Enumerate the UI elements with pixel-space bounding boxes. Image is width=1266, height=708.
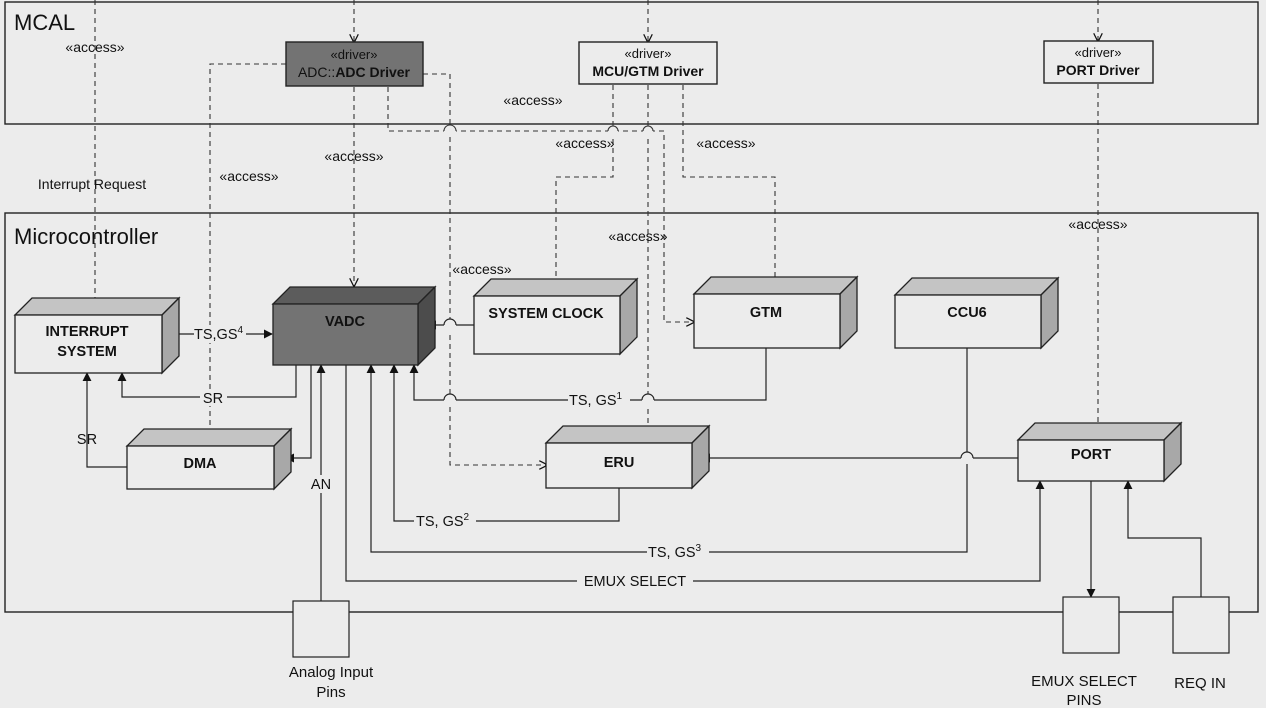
ccu6-block <box>893 276 1060 350</box>
port-driver-name: PORT Driver <box>1056 62 1140 78</box>
emux-select-pin-box <box>1062 596 1120 654</box>
eru-block-face <box>545 442 693 489</box>
analog-input-pin-box <box>292 600 350 658</box>
analog-input-pins-label-1: Analog Input <box>289 664 374 681</box>
emux-select-label: EMUX SELECT <box>584 574 686 590</box>
pins: Analog Input Pins EMUX SELECT PINS REQ I… <box>289 596 1230 708</box>
port-label: PORT <box>1071 447 1111 463</box>
dma-block <box>125 427 293 491</box>
vadc-label: VADC <box>325 314 366 330</box>
emux-select-pins-label-1: EMUX SELECT <box>1031 673 1137 690</box>
port-driver: «driver» PORT Driver <box>1043 40 1154 84</box>
port-driver-stereotype: «driver» <box>1075 45 1122 60</box>
access-labels: «access» «access» «access» «access» «acc… <box>38 39 1128 277</box>
access-dependencies <box>94 0 1098 465</box>
adc-driver-stereotype: «driver» <box>331 47 378 62</box>
signal-labels: TS,GS4 SR SR AN TS, GS1 TS, GS2 TS, GS3 … <box>77 325 709 590</box>
eru-block <box>544 424 711 490</box>
ts-gs-3-label: TS, GS3 <box>648 543 702 561</box>
block-labels: INTERRUPT SYSTEM VADC SYSTEM CLOCK GTM C… <box>46 305 1112 472</box>
req-in-pin-box <box>1172 596 1230 654</box>
interrupt-system-block-top <box>13 297 181 316</box>
port-block <box>1016 421 1183 483</box>
dma-block-top <box>125 428 293 447</box>
access-label-interrupt: «access» <box>65 39 124 55</box>
ts-gs-1-label: TS, GS1 <box>569 391 623 409</box>
mcu-gtm-driver-stereotype: «driver» <box>625 46 672 61</box>
port-block-face <box>1017 439 1165 482</box>
access-label-dma: «access» <box>219 168 278 184</box>
access-label-adc-gtm: «access» <box>503 92 562 108</box>
ts-gs-2-label: TS, GS2 <box>416 512 470 530</box>
an-label: AN <box>311 477 331 493</box>
access-label-eru-adc: «access» <box>452 261 511 277</box>
interrupt-system-block <box>13 296 181 375</box>
access-label-eru: «access» <box>608 228 667 244</box>
system-clock-block-top <box>472 278 639 297</box>
interrupt-system-label-1: INTERRUPT <box>46 324 129 340</box>
access-label-gtm: «access» <box>696 135 755 151</box>
gtm-block-face <box>693 293 841 349</box>
system-clock-label: SYSTEM CLOCK <box>488 306 604 322</box>
access-label-port: «access» <box>1068 216 1127 232</box>
dma-label: DMA <box>183 456 217 472</box>
gtm-label: GTM <box>750 305 782 321</box>
vadc-block <box>271 285 437 367</box>
interrupt-system-block-face <box>14 314 163 374</box>
vadc-block-face <box>272 303 419 366</box>
ccu6-block-top <box>893 277 1060 296</box>
microcontroller-label: Microcontroller <box>14 224 158 249</box>
ccu6-block-face <box>894 294 1042 349</box>
adc-driver: «driver» ADC::ADC Driver <box>285 41 424 87</box>
mcal-label: MCAL <box>14 10 75 35</box>
gtm-block-top <box>692 276 859 295</box>
mcu-gtm-driver: «driver» MCU/GTM Driver <box>578 41 718 85</box>
port-block-top <box>1016 422 1183 441</box>
req-in-label: REQ IN <box>1174 675 1226 692</box>
mcu-gtm-driver-name: MCU/GTM Driver <box>592 63 704 79</box>
sr-label-dma: SR <box>77 432 97 448</box>
eru-block-top <box>544 425 711 444</box>
line-crossings <box>443 124 974 464</box>
ts-gs-4-label: TS,GS4 <box>194 325 244 343</box>
adc-driver-name: ADC::ADC Driver <box>298 64 411 80</box>
sr-label-vadc: SR <box>203 391 223 407</box>
analog-input-pins-label-2: Pins <box>316 684 345 701</box>
ccu6-label: CCU6 <box>947 305 986 321</box>
access-label-system-clock: «access» <box>555 135 614 151</box>
interrupt-request-label: Interrupt Request <box>38 176 146 192</box>
system-clock-block <box>472 277 639 356</box>
gtm-block <box>692 275 859 350</box>
vadc-block-top <box>271 286 437 305</box>
hardware-blocks <box>13 275 1183 491</box>
interrupt-system-label-2: SYSTEM <box>57 344 117 360</box>
eru-label: ERU <box>604 455 635 471</box>
emux-select-pins-label-2: PINS <box>1066 692 1101 708</box>
dma-block-face <box>126 445 275 490</box>
access-label-vadc: «access» <box>324 148 383 164</box>
system-clock-block-face <box>473 295 621 355</box>
